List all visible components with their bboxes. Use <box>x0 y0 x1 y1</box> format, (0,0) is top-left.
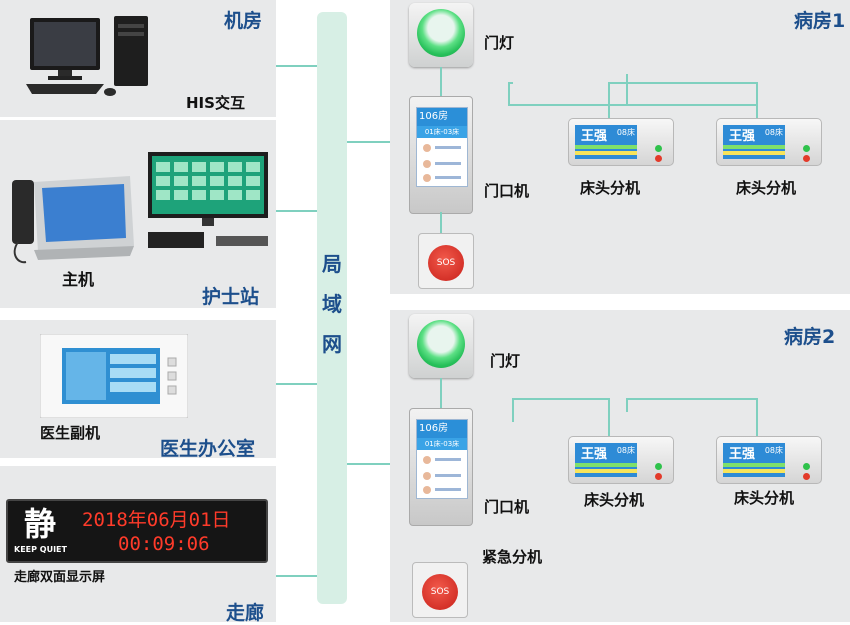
link-light-door-1 <box>440 67 442 96</box>
ward2-drop-bed-a <box>608 398 610 436</box>
corridor-title: 走廊 <box>226 602 265 624</box>
door-unit-caption-2: 门口机 <box>484 498 530 516</box>
ward2-bus-left <box>512 398 610 400</box>
lan-bus <box>317 12 347 604</box>
host-caption: 主机 <box>62 270 95 289</box>
link-door-sos-1 <box>440 212 442 234</box>
ward1-bus-drop-door <box>508 82 510 106</box>
lan-label-2: 域 <box>322 292 342 316</box>
bed-name-1b: 王强 <box>729 129 756 144</box>
link-machine-room <box>276 65 317 67</box>
door-unit-1: 106房 01床-03床 <box>409 96 473 214</box>
bed-unit-2a: 王强 08床 <box>568 436 674 484</box>
bed-unit-caption-2b: 床头分机 <box>734 489 795 507</box>
ward1-bus-stub <box>508 82 513 84</box>
emergency-unit-caption: 紧急分机 <box>482 548 543 566</box>
door-beds-2: 01床-03床 <box>417 438 467 450</box>
lan-label-1: 局 <box>322 252 342 276</box>
door-light-1 <box>409 3 473 67</box>
bed-unit-caption-2a: 床头分机 <box>584 491 645 509</box>
nurse-station-title: 护士站 <box>202 286 260 308</box>
link-ward1 <box>347 141 390 143</box>
bed-unit-caption-1b: 床头分机 <box>736 179 797 197</box>
door-light-caption-1: 门灯 <box>484 34 515 52</box>
door-unit-caption-1: 门口机 <box>484 182 530 200</box>
bed-unit-2b: 王强 08床 <box>716 436 822 484</box>
corridor-display-caption: 走廊双面显示屏 <box>14 570 106 585</box>
ward2-drop-bed-b <box>756 398 758 436</box>
ward1-bus-top <box>608 82 758 84</box>
computer-icon <box>24 14 154 98</box>
sos-label-1: SOS <box>428 245 464 281</box>
ward1-tick <box>626 74 628 106</box>
his-caption: HIS交互 <box>186 94 245 112</box>
sos-button-2: SOS <box>412 562 468 618</box>
bed-no-2b: 08床 <box>764 446 783 455</box>
bed-name-2b: 王强 <box>729 447 756 462</box>
bed-name-1a: 王强 <box>581 129 608 144</box>
bed-unit-caption-1a: 床头分机 <box>580 179 641 197</box>
link-light-door-2 <box>440 378 442 408</box>
bed-no-1b: 08床 <box>764 128 783 137</box>
bed-no-2a: 08床 <box>616 446 635 455</box>
doctor-sub-device-icon <box>39 333 189 419</box>
ward2-bus-drop-door <box>512 398 514 422</box>
doctor-office-title: 医生办公室 <box>160 438 256 460</box>
ward2-bus-right <box>626 398 758 400</box>
sos-label-2: SOS <box>422 574 458 610</box>
ward1-drop-bed-a <box>608 82 610 118</box>
ward2-tick <box>626 398 628 412</box>
door-light-2 <box>409 314 473 378</box>
led-time: 00:09:06 <box>118 533 210 555</box>
ward1-drop-bed-b <box>756 82 758 118</box>
ward1-title: 病房1 <box>794 10 846 32</box>
bed-unit-1b: 王强 08床 <box>716 118 822 166</box>
lan-label-3: 网 <box>322 332 342 356</box>
nurse-monitor-icon <box>146 152 272 252</box>
machine-room-title: 机房 <box>224 10 263 32</box>
door-room-1: 106房 <box>417 108 467 126</box>
host-phone-icon <box>8 172 136 268</box>
link-corridor <box>276 575 317 577</box>
link-doctor-office <box>276 383 317 385</box>
link-ward2 <box>347 463 390 465</box>
bed-unit-1a: 王强 08床 <box>568 118 674 166</box>
led-display: 静 KEEP QUIET 2018年06月01日 00:09:06 <box>6 499 268 563</box>
led-date: 2018年06月01日 <box>82 509 231 531</box>
door-room-2: 106房 <box>417 420 467 438</box>
bed-name-2a: 王强 <box>581 447 608 462</box>
quiet-char: 静 <box>24 505 57 543</box>
doctor-sub-caption: 医生副机 <box>40 424 101 442</box>
door-light-caption-2: 门灯 <box>490 352 521 370</box>
door-unit-2: 106房 01床-03床 <box>409 408 473 526</box>
link-nurse-station <box>276 210 317 212</box>
ward2-title: 病房2 <box>784 326 836 348</box>
sos-button-1: SOS <box>418 233 474 289</box>
door-beds-1: 01床-03床 <box>417 126 467 138</box>
bed-no-1a: 08床 <box>616 128 635 137</box>
quiet-text: KEEP QUIET <box>14 545 67 554</box>
ward1-bus <box>508 104 758 106</box>
